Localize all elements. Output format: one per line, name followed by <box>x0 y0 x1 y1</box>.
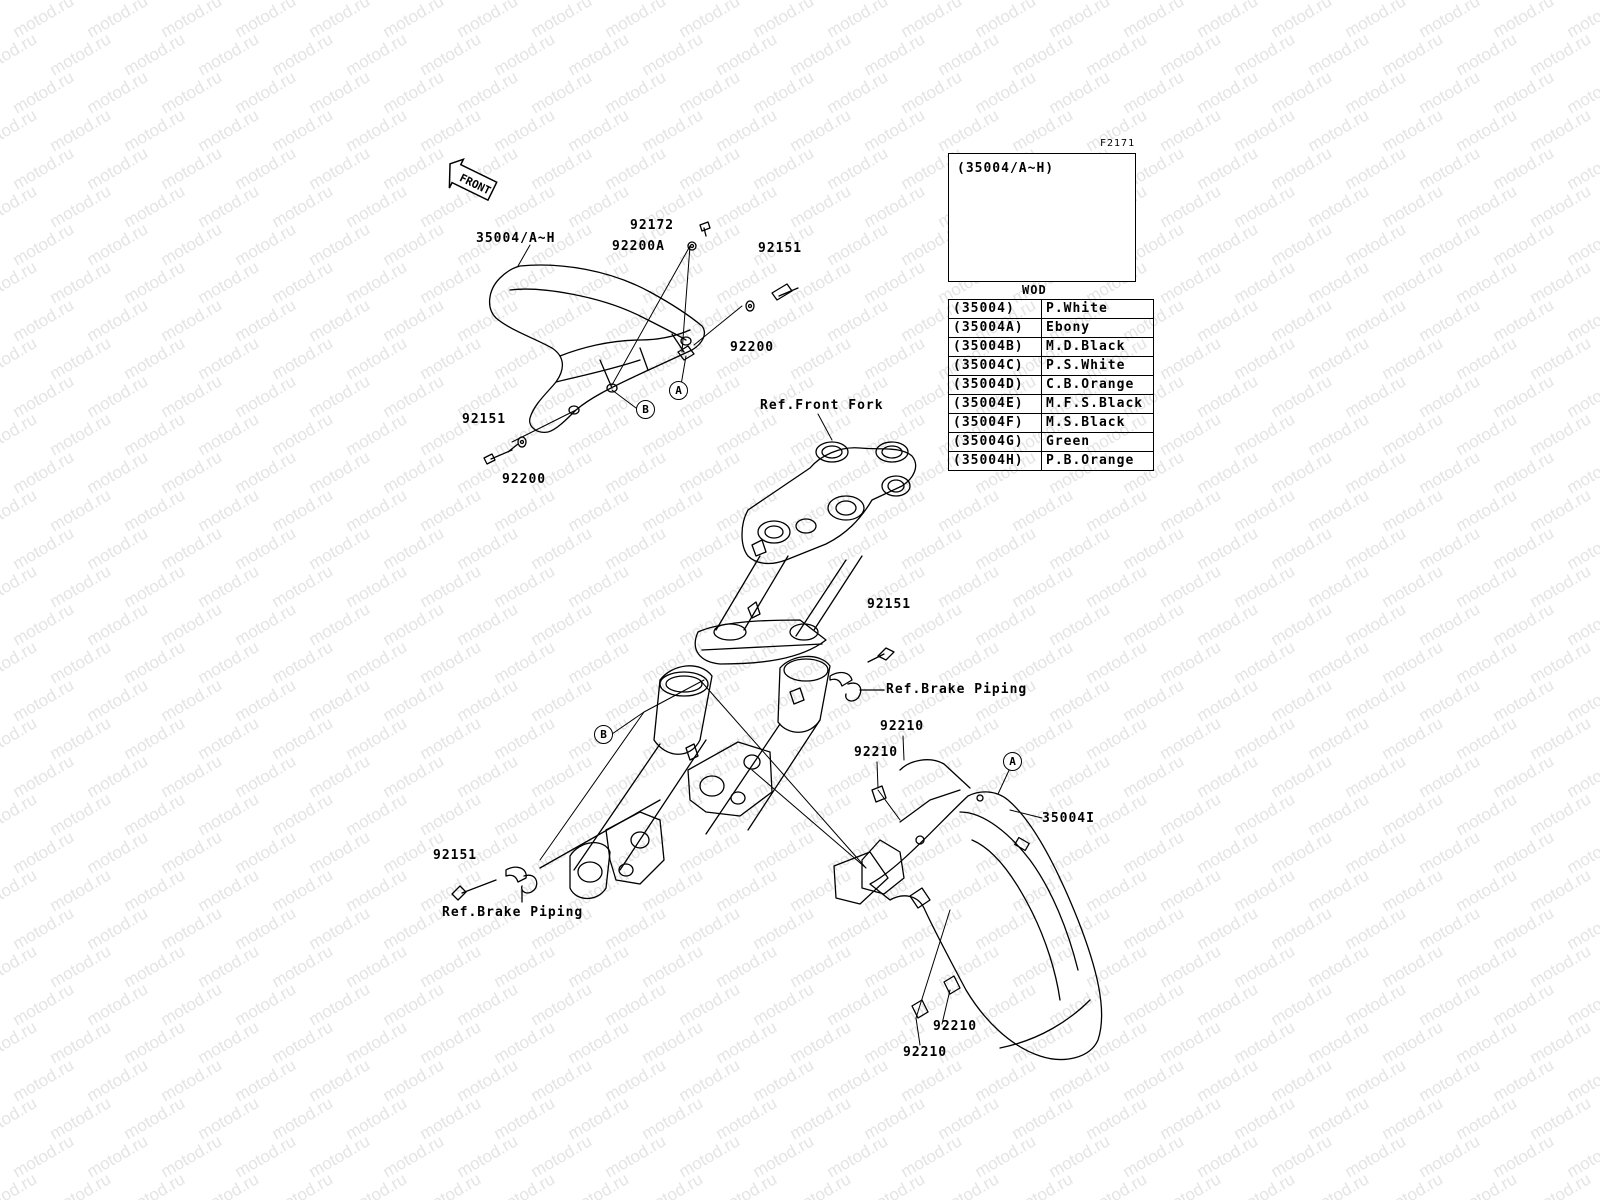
hugger-hardware <box>483 221 799 465</box>
part-code-cell: (35004) <box>948 299 1042 319</box>
callout-a-fender: A <box>1003 752 1022 771</box>
label-92210-a: 92210 <box>880 719 925 734</box>
rear-fender-hugger <box>489 264 706 433</box>
label-35004-a-h: 35004/A~H <box>476 231 556 246</box>
callout-b-fork: B <box>594 725 613 744</box>
label-ref-brake-piping-left: Ref.Brake Piping <box>442 905 584 920</box>
brake-clamp-right <box>829 647 895 702</box>
label-92200-top: 92200 <box>730 340 775 355</box>
fender-leaders <box>876 735 1043 1046</box>
hugger-leaders <box>511 244 743 443</box>
brake-clamp-left <box>451 799 661 903</box>
label-ref-brake-piping-right: Ref.Brake Piping <box>886 682 1028 697</box>
label-92151-left: 92151 <box>462 412 507 427</box>
inset-title: (35004/A~H) <box>957 161 1055 176</box>
label-92151-bottom: 92151 <box>433 848 478 863</box>
color-name-cell: P.White <box>1041 299 1154 319</box>
color-name-cell: P.S.White <box>1041 356 1154 376</box>
part-code-cell: (35004C) <box>948 356 1042 376</box>
callout-b-top: B <box>636 400 655 419</box>
part-code-cell: (35004B) <box>948 337 1042 357</box>
inset-caption: WOD <box>1022 283 1047 297</box>
label-92210-d: 92210 <box>903 1045 948 1060</box>
color-table-row: (35004E)M.F.S.Black <box>948 394 1154 414</box>
color-name-cell: M.D.Black <box>1041 337 1154 357</box>
label-92200-left: 92200 <box>502 472 547 487</box>
color-table-row: (35004G)Green <box>948 432 1154 452</box>
part-code-cell: (35004F) <box>948 413 1042 433</box>
color-name-cell: M.F.S.Black <box>1041 394 1154 414</box>
label-92210-b: 92210 <box>854 745 899 760</box>
part-code-cell: (35004D) <box>948 375 1042 395</box>
part-code-cell: (35004A) <box>948 318 1042 338</box>
color-name-cell: Ebony <box>1041 318 1154 338</box>
color-table-row: (35004C)P.S.White <box>948 356 1154 376</box>
color-name-cell: Green <box>1041 432 1154 452</box>
label-35004I: 35004I <box>1042 811 1095 826</box>
part-code-cell: (35004H) <box>948 451 1042 471</box>
label-92151-top: 92151 <box>758 241 803 256</box>
color-table-row: (35004D)C.B.Orange <box>948 375 1154 395</box>
inset-box: (35004/A~H) <box>948 153 1136 282</box>
figure-code: F2171 <box>1100 138 1136 149</box>
part-code-cell: (35004E) <box>948 394 1042 414</box>
callout-a-top: A <box>669 381 688 400</box>
color-table-row: (35004F)M.S.Black <box>948 413 1154 433</box>
color-variant-table: (35004)P.White(35004A)Ebony(35004B)M.D.B… <box>948 299 1154 471</box>
front-fender <box>833 759 1103 1061</box>
label-92210-c: 92210 <box>933 1019 978 1034</box>
label-ref-front-fork: Ref.Front Fork <box>760 398 884 413</box>
label-92151-mid: 92151 <box>867 597 912 612</box>
color-table-row: (35004H)P.B.Orange <box>948 451 1154 471</box>
color-table-row: (35004A)Ebony <box>948 318 1154 338</box>
label-92172: 92172 <box>630 218 675 233</box>
label-92200A: 92200A <box>612 239 665 254</box>
color-name-cell: M.S.Black <box>1041 413 1154 433</box>
color-name-cell: C.B.Orange <box>1041 375 1154 395</box>
part-code-cell: (35004G) <box>948 432 1042 452</box>
fork-leaders <box>539 413 867 869</box>
color-name-cell: P.B.Orange <box>1041 451 1154 471</box>
front-fork-assembly <box>569 441 917 900</box>
color-table-row: (35004B)M.D.Black <box>948 337 1154 357</box>
front-direction-arrow: FRONT <box>448 157 498 202</box>
color-table-row: (35004)P.White <box>948 299 1154 319</box>
